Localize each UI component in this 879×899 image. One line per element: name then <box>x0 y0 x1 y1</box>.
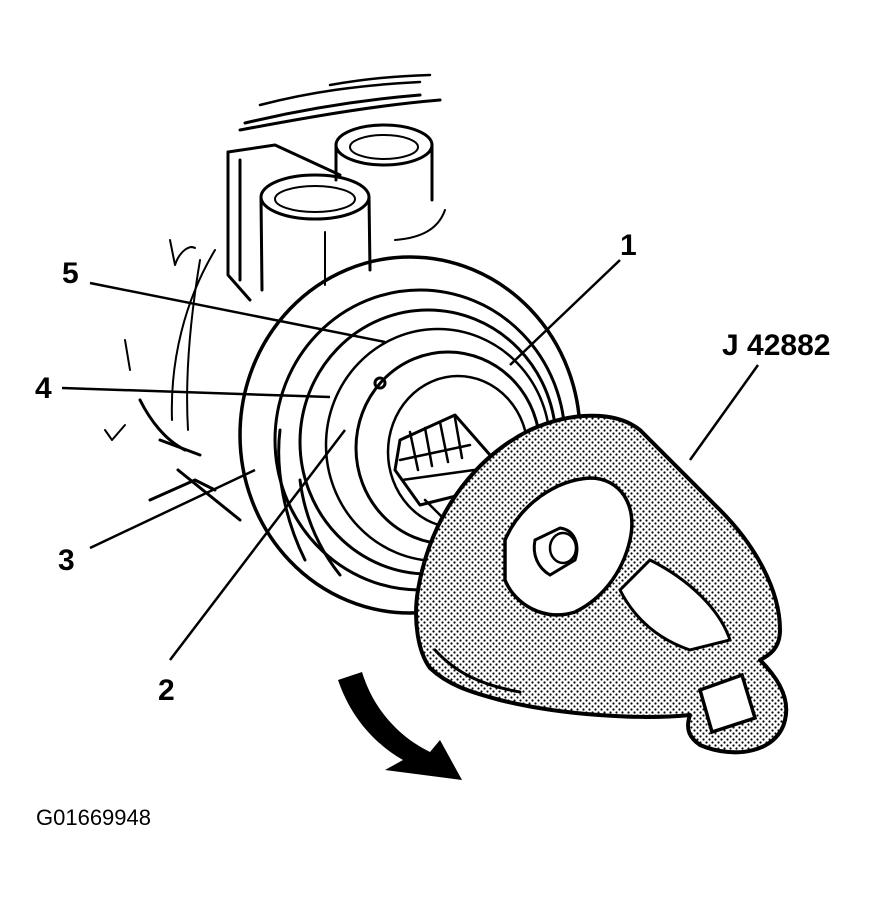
callout-5: 5 <box>62 257 79 290</box>
tool-j42882 <box>414 413 789 755</box>
callout-1: 1 <box>620 229 637 262</box>
callout-3: 3 <box>58 544 75 577</box>
callout-tool: J 42882 <box>722 329 830 362</box>
callout-2: 2 <box>158 674 175 707</box>
housing <box>104 73 446 522</box>
leader-lines <box>61 259 760 661</box>
figure-id: G01669948 <box>36 805 151 830</box>
hole-marker <box>373 376 387 390</box>
callout-4: 4 <box>35 372 52 405</box>
rotation-arrow <box>338 672 462 780</box>
